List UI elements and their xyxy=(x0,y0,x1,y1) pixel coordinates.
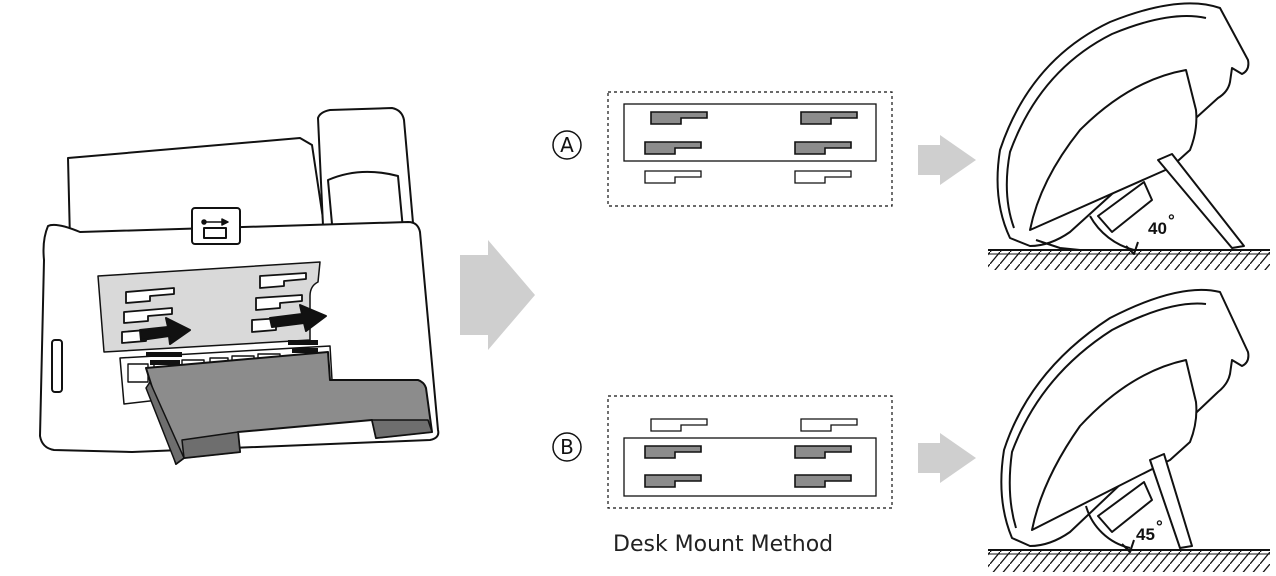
option-a-arrow xyxy=(918,135,976,185)
phone-back-view xyxy=(39,107,440,465)
phone-side-view-a: 40 ° xyxy=(996,2,1250,255)
stand-leg-a xyxy=(1157,153,1245,249)
insert-arrow-left xyxy=(139,317,191,345)
angle-label-b: 45 xyxy=(1136,525,1155,544)
insert-arrow-right xyxy=(269,304,327,332)
next-step-arrow xyxy=(460,240,535,350)
phone-top-housing xyxy=(67,137,326,241)
usb-icon xyxy=(201,218,229,226)
desk-surface-a xyxy=(988,250,1270,270)
diagram-caption: Desk Mount Method xyxy=(613,532,834,557)
option-b-marker xyxy=(552,432,582,462)
option-a-letter: A xyxy=(560,133,574,157)
option-b-arrow xyxy=(918,433,976,483)
option-b: B xyxy=(552,395,976,509)
option-a-marker xyxy=(552,130,582,160)
degree-symbol-a: ° xyxy=(1168,211,1175,230)
degree-symbol-b: ° xyxy=(1156,517,1163,536)
angle-label-a: 40 xyxy=(1148,219,1167,238)
desk-surface-b xyxy=(988,550,1270,572)
phone-side-view-b: 45 ° xyxy=(1000,288,1250,553)
option-b-letter: B xyxy=(560,435,574,459)
option-a: A xyxy=(552,91,976,207)
stand-leg-b xyxy=(1149,453,1193,549)
